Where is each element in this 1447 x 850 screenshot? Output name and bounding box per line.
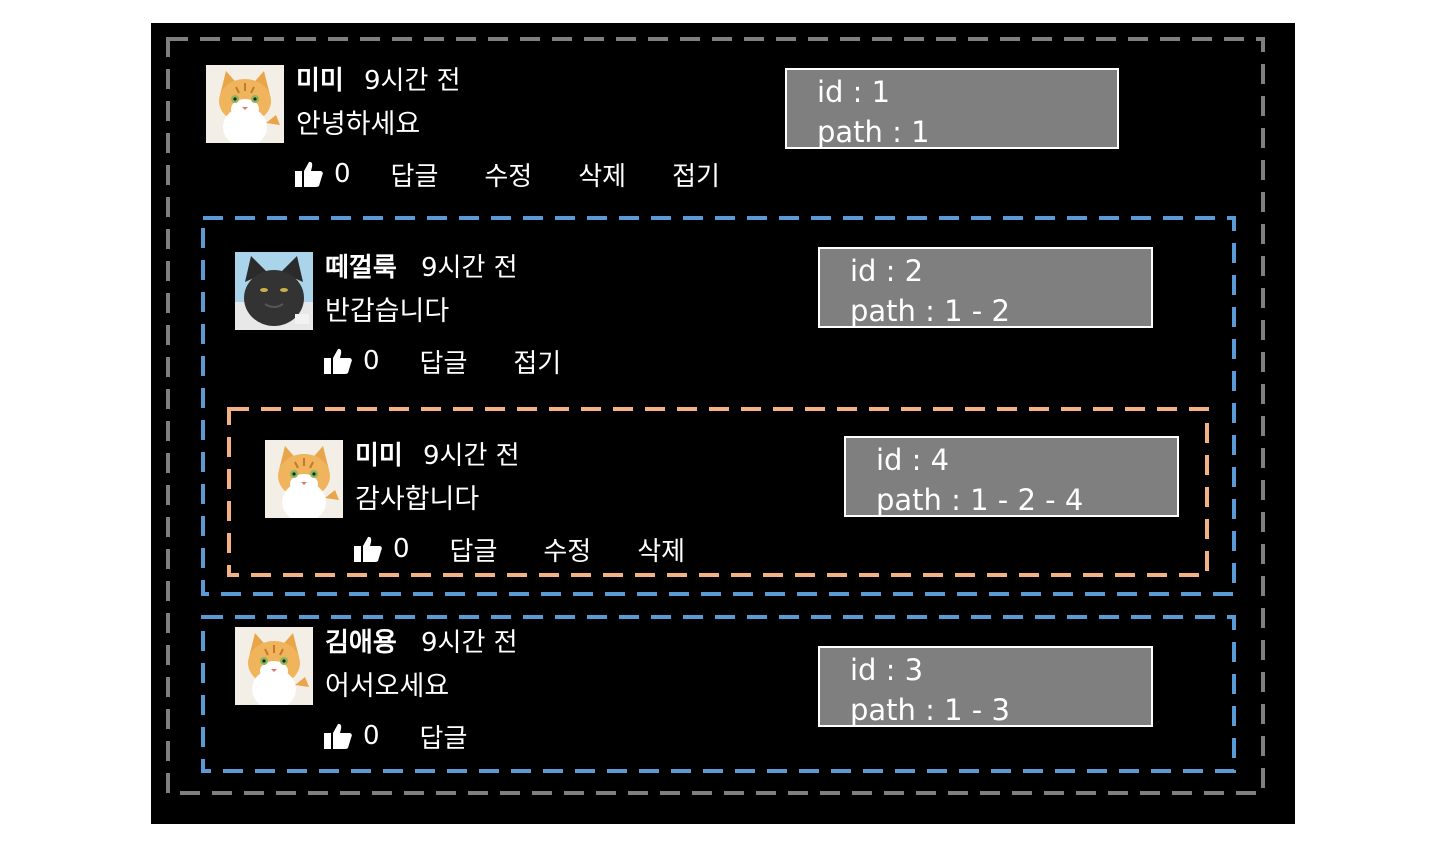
reply-frame-level1-b bbox=[201, 615, 1236, 773]
comment-text: 감사합니다 bbox=[355, 484, 480, 515]
comment-text: 반갑습니다 bbox=[325, 296, 450, 327]
collapse-button[interactable]: 접기 bbox=[672, 161, 720, 192]
reply-button[interactable]: 답글 bbox=[419, 348, 468, 379]
edit-button[interactable]: 수정 bbox=[543, 536, 592, 567]
comment-actions: 0 답글 bbox=[323, 719, 513, 754]
comment-1: 미미 9시간 전 안녕하세요 0 답글 수정 삭제 접기 bbox=[206, 65, 766, 195]
orange-cat-avatar-icon bbox=[206, 65, 284, 143]
reply-frame-level1-a bbox=[201, 216, 1236, 596]
comment-author: 김애용 bbox=[325, 628, 397, 658]
like-count: 0 bbox=[363, 346, 380, 376]
thumbs-up-icon bbox=[324, 723, 352, 749]
comment-time: 9시간 전 bbox=[423, 441, 520, 471]
comment-actions: 0 답글 수정 삭제 bbox=[353, 532, 731, 567]
comment-actions: 0 답글 접기 bbox=[323, 344, 607, 379]
comment-3: 김애용 9시간 전 어서오세요 0 답글 bbox=[235, 627, 735, 757]
comment-actions: 0 답글 수정 삭제 접기 bbox=[294, 157, 766, 192]
comment-author: 미미 bbox=[355, 441, 403, 471]
comment-time: 9시간 전 bbox=[421, 253, 518, 283]
collapse-button[interactable]: 접기 bbox=[513, 348, 562, 379]
black-cat-avatar-icon bbox=[235, 252, 313, 330]
comment-author: 떼껄룩 bbox=[325, 253, 397, 283]
comment-text: 어서오세요 bbox=[325, 671, 450, 702]
path-label: path : 1 - 2 bbox=[850, 294, 1010, 328]
reply-button[interactable]: 답글 bbox=[449, 536, 498, 567]
comment-4: 미미 9시간 전 감사합니다 0 답글 수정 삭제 bbox=[265, 440, 765, 570]
reply-frame-level2 bbox=[227, 407, 1209, 577]
comment-time: 9시간 전 bbox=[364, 66, 461, 96]
comment-2: 떼껄룩 9시간 전 반갑습니다 0 답글 접기 bbox=[235, 252, 735, 382]
delete-button[interactable]: 삭제 bbox=[637, 536, 686, 567]
thumbs-up-icon bbox=[295, 161, 323, 187]
id-label: id : 1 bbox=[817, 75, 891, 109]
comment-time: 9시간 전 bbox=[421, 628, 518, 658]
like-count: 0 bbox=[393, 534, 410, 564]
thumbs-up-icon bbox=[354, 536, 382, 562]
delete-button[interactable]: 삭제 bbox=[578, 161, 627, 192]
like-count: 0 bbox=[363, 721, 380, 751]
path-label: path : 1 - 2 - 4 bbox=[876, 483, 1084, 517]
orange-cat-avatar-icon bbox=[235, 627, 313, 705]
path-label: path : 1 - 3 bbox=[850, 693, 1010, 727]
id-label: id : 3 bbox=[850, 653, 924, 687]
id-path-box-2: id : 2 path : 1 - 2 bbox=[818, 247, 1153, 328]
like-count: 0 bbox=[334, 159, 351, 189]
thumbs-up-icon bbox=[324, 348, 352, 374]
orange-cat-avatar-icon bbox=[265, 440, 343, 518]
id-path-box-1: id : 1 path : 1 bbox=[785, 68, 1119, 149]
reply-button[interactable]: 답글 bbox=[390, 161, 439, 192]
path-label: path : 1 bbox=[817, 115, 930, 149]
id-label: id : 2 bbox=[850, 254, 924, 288]
reply-button[interactable]: 답글 bbox=[419, 723, 468, 754]
edit-button[interactable]: 수정 bbox=[484, 161, 533, 192]
id-path-box-3: id : 3 path : 1 - 3 bbox=[818, 646, 1153, 727]
id-label: id : 4 bbox=[876, 443, 950, 477]
like-button[interactable]: 0 bbox=[353, 534, 410, 564]
like-button[interactable]: 0 bbox=[323, 721, 380, 751]
comment-text: 안녕하세요 bbox=[296, 109, 421, 140]
like-button[interactable]: 0 bbox=[294, 159, 351, 189]
comment-author: 미미 bbox=[296, 66, 344, 96]
outer-comment-frame bbox=[166, 37, 1265, 795]
like-button[interactable]: 0 bbox=[323, 346, 380, 376]
id-path-box-4: id : 4 path : 1 - 2 - 4 bbox=[844, 436, 1179, 517]
